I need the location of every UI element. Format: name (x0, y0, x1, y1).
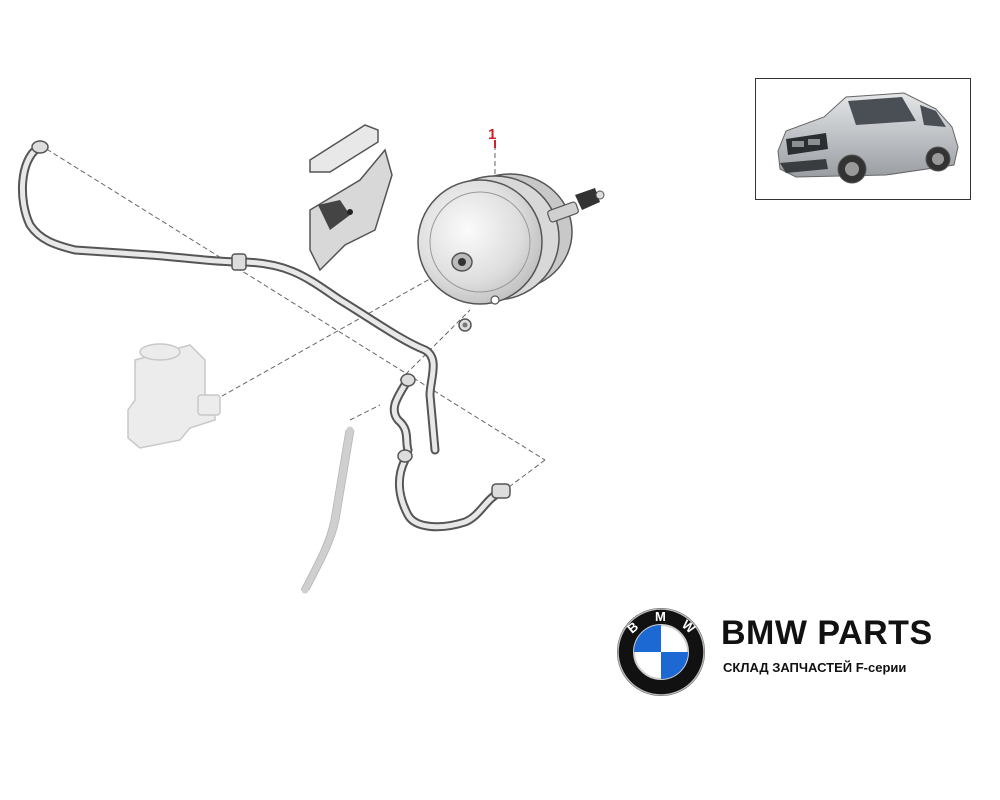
faded-hose (301, 426, 354, 594)
master-cylinder-faded (127, 343, 221, 449)
vehicle-thumbnail (755, 78, 971, 200)
mounting-bracket (309, 124, 393, 272)
brake-booster (417, 173, 605, 305)
bmw-roundel-icon: B M W (617, 608, 705, 696)
suv-car-thumbnail (777, 92, 959, 184)
part-callout-number[interactable]: 1 (488, 126, 497, 143)
brake-line-lower (389, 373, 511, 532)
brand-block: B M W BMW PARTS СКЛАД ЗАПЧАСТЕЙ F-серии (615, 606, 975, 696)
pipe-fitting (31, 140, 247, 271)
logo-letter-m: M (655, 609, 666, 624)
booster-nut (458, 318, 472, 332)
brand-title: BMW PARTS (721, 614, 933, 652)
brand-subtitle: СКЛАД ЗАПЧАСТЕЙ F-серии (723, 660, 907, 675)
leader-lines (39, 144, 546, 491)
faded-hose-outline (300, 429, 355, 591)
